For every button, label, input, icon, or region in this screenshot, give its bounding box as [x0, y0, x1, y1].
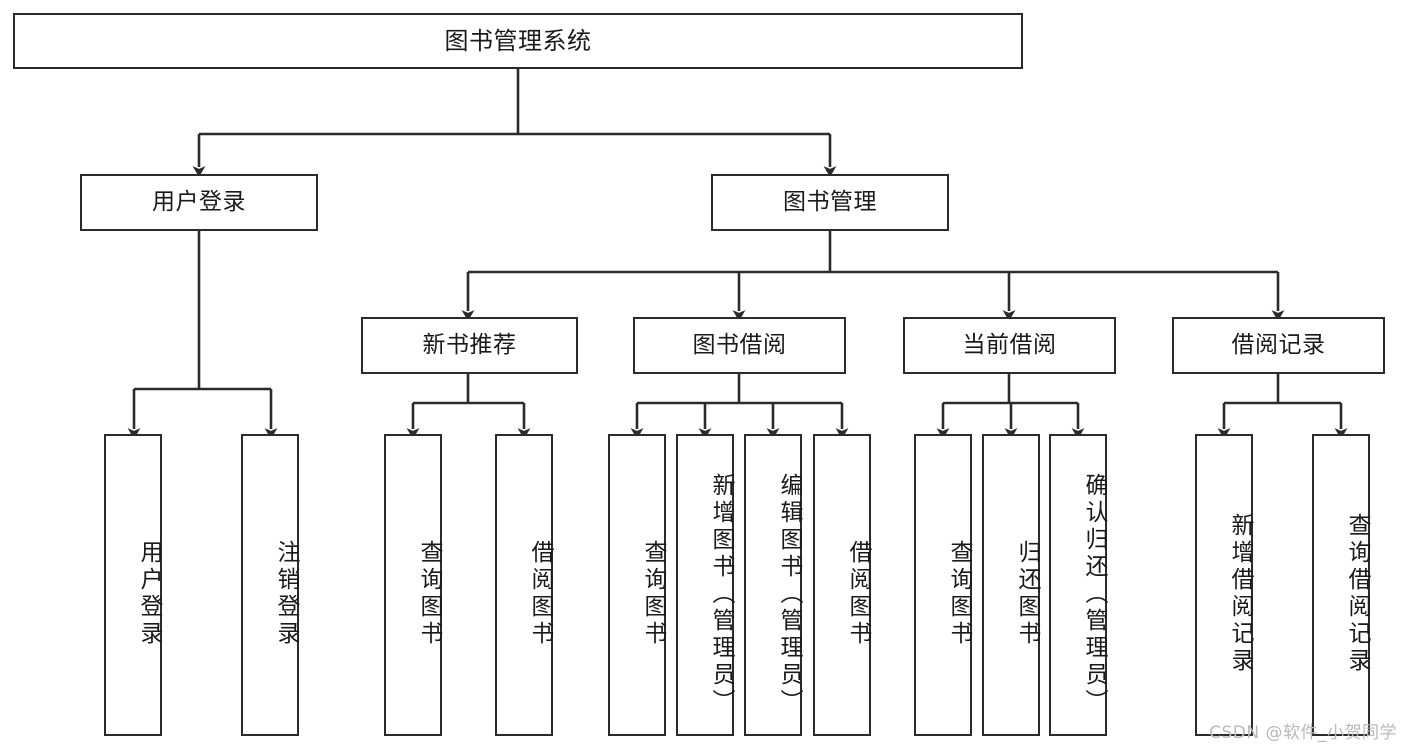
node-label: 注销登录 [273, 540, 299, 648]
leaf-current-borrow-query-book[interactable]: 查询图书 [914, 434, 972, 736]
leaf-user-login-logout[interactable]: 注销登录 [241, 434, 299, 736]
leaf-book-borrow-borrow-book[interactable]: 借阅图书 [813, 434, 871, 736]
node-new-book-recommend[interactable]: 新书推荐 [361, 317, 578, 374]
node-label: 用户登录 [152, 188, 246, 215]
node-label: 归还图书 [1014, 540, 1040, 648]
leaf-new-book-query-book[interactable]: 查询图书 [384, 434, 442, 736]
node-book-management[interactable]: 图书管理 [711, 174, 949, 231]
node-label: 查询图书 [946, 540, 972, 648]
node-label: 当前借阅 [962, 331, 1057, 358]
leaf-new-book-borrow-book[interactable]: 借阅图书 [495, 434, 553, 736]
node-label: 图书管理系统 [444, 26, 592, 55]
node-label: 借阅图书 [527, 540, 553, 648]
node-label: 查询图书 [416, 540, 442, 648]
node-label: 新书推荐 [422, 331, 517, 358]
node-label: 借阅记录 [1231, 331, 1326, 358]
leaf-borrow-record-query-record[interactable]: 查询借阅记录 [1312, 434, 1370, 736]
node-label: 用户登录 [136, 540, 162, 648]
leaf-borrow-record-add-record[interactable]: 新增借阅记录 [1195, 434, 1253, 736]
node-label: 图书管理 [783, 188, 877, 215]
node-label: 确认归还（管理员） [1081, 472, 1107, 716]
leaf-book-borrow-edit-book-admin[interactable]: 编辑图书（管理员） [744, 434, 802, 736]
leaf-current-borrow-confirm-return-admin[interactable]: 确认归还（管理员） [1049, 434, 1107, 736]
node-label: 借阅图书 [845, 540, 871, 648]
node-label: 图书借阅 [692, 331, 787, 358]
node-label: 编辑图书（管理员） [776, 472, 802, 716]
leaf-user-login-login[interactable]: 用户登录 [104, 434, 162, 736]
node-borrow-record[interactable]: 借阅记录 [1172, 317, 1385, 374]
node-book-borrow[interactable]: 图书借阅 [633, 317, 846, 374]
leaf-book-borrow-query-book[interactable]: 查询图书 [608, 434, 666, 736]
node-user-login[interactable]: 用户登录 [80, 174, 318, 231]
node-label: 新增借阅记录 [1227, 513, 1253, 675]
csdn-watermark: CSDN @软件_小贺同学 [1209, 723, 1397, 743]
node-current-borrow[interactable]: 当前借阅 [903, 317, 1116, 374]
node-root-book-management-system[interactable]: 图书管理系统 [13, 13, 1023, 69]
node-label: 查询借阅记录 [1344, 513, 1370, 675]
leaf-book-borrow-add-book-admin[interactable]: 新增图书（管理员） [676, 434, 734, 736]
leaf-current-borrow-return-book[interactable]: 归还图书 [982, 434, 1040, 736]
node-label: 查询图书 [640, 540, 666, 648]
node-label: 新增图书（管理员） [708, 472, 734, 716]
